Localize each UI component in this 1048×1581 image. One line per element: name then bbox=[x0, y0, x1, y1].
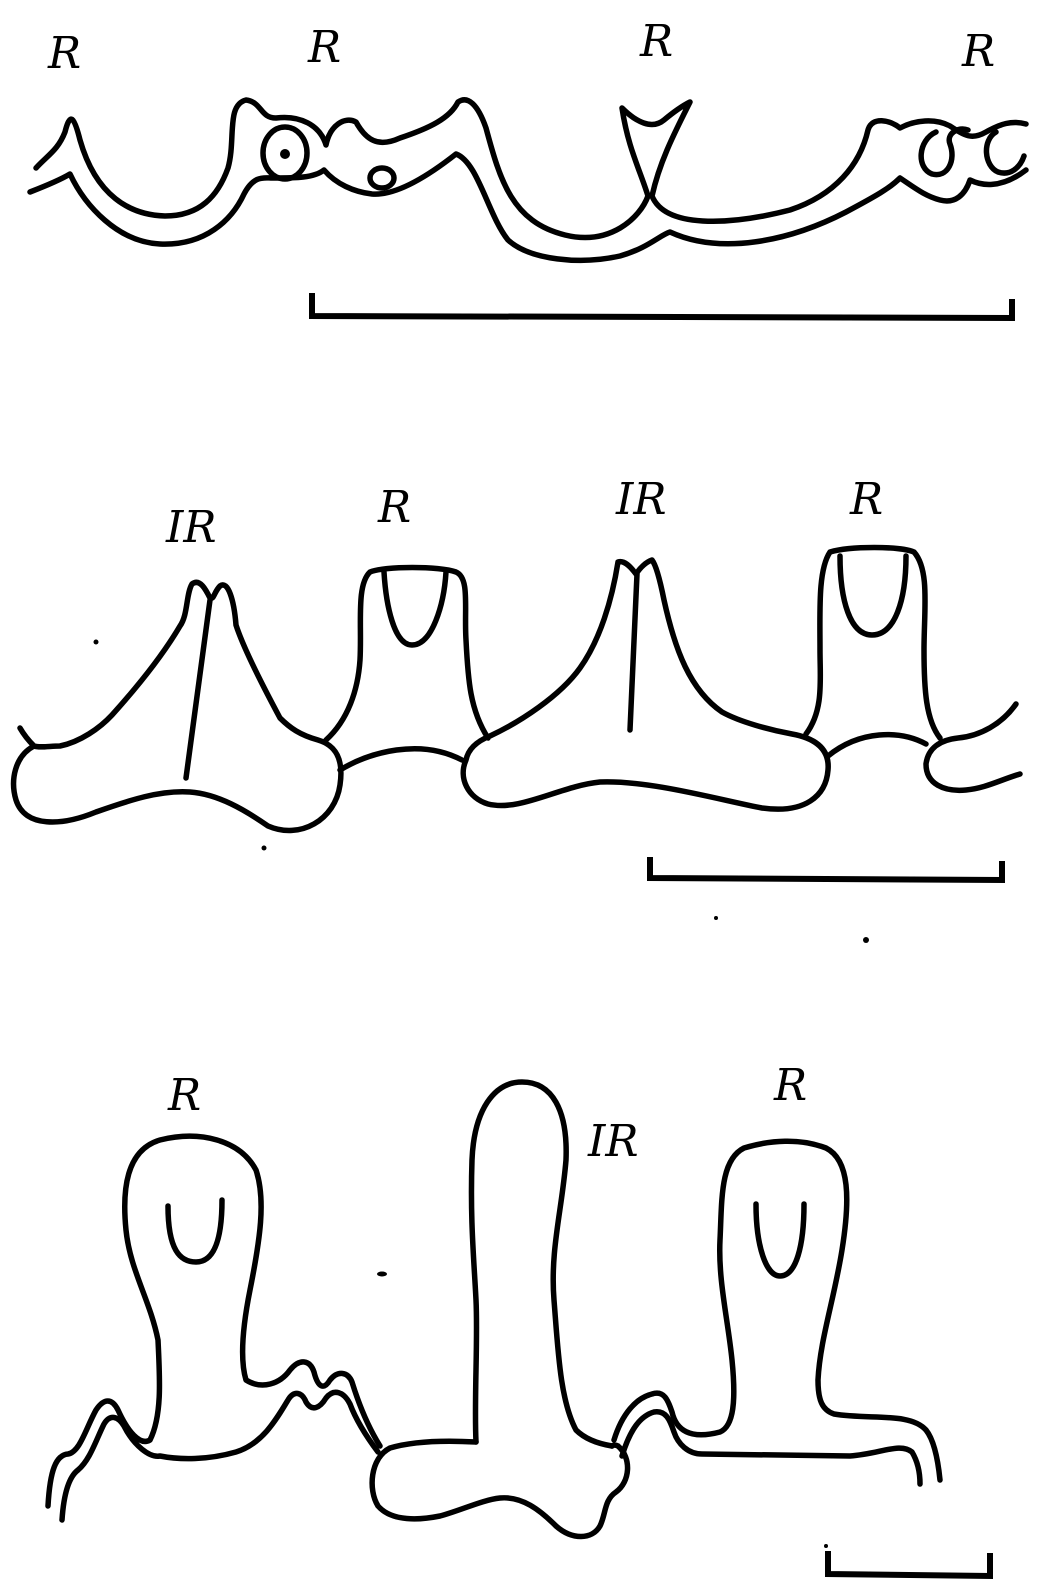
bot-speck-2 bbox=[824, 1544, 828, 1548]
label-mid-ir2: IR bbox=[615, 474, 667, 525]
bot-scale-bar bbox=[828, 1554, 990, 1576]
mid-rib-right bbox=[806, 548, 940, 739]
bot-rib-right-lower bbox=[622, 1412, 920, 1484]
top-wall-inner bbox=[30, 154, 1026, 260]
top-curl-loop-2 bbox=[986, 132, 1024, 173]
mid-speck-3 bbox=[714, 916, 718, 920]
top-curl-loop-1 bbox=[921, 129, 968, 175]
mid-speck-1 bbox=[94, 640, 99, 645]
top-wall-outer bbox=[36, 100, 1026, 238]
top-chamber-dot bbox=[280, 149, 290, 159]
label-mid-r1: R bbox=[377, 482, 411, 533]
label-top-r4: R bbox=[961, 26, 995, 77]
mid-rib-right-u bbox=[840, 556, 906, 635]
label-top-r1: R bbox=[47, 28, 81, 79]
mid-ir-left bbox=[14, 582, 341, 830]
panel-middle: IR R IR R bbox=[14, 474, 1020, 943]
label-mid-r2: R bbox=[849, 474, 883, 525]
bot-rib-right-u bbox=[756, 1204, 804, 1276]
mid-ir-right bbox=[463, 560, 828, 809]
mid-connector-2 bbox=[828, 735, 926, 756]
label-bot-r1: R bbox=[167, 1070, 201, 1121]
mid-ir-left-midline bbox=[186, 600, 210, 778]
top-scale-bar bbox=[312, 296, 1012, 318]
bot-ir-base bbox=[372, 1441, 627, 1536]
bot-rib-left bbox=[48, 1136, 380, 1506]
mid-rib-left bbox=[326, 568, 488, 741]
bot-speck-1 bbox=[377, 1272, 387, 1277]
mid-ir-right-midline bbox=[630, 574, 637, 730]
bot-rib-left-u bbox=[168, 1200, 222, 1262]
mid-rib-left-u bbox=[384, 572, 446, 645]
mid-right-edge-blob bbox=[926, 704, 1020, 790]
bot-rib-left-lower bbox=[62, 1392, 378, 1520]
label-bot-ir: IR bbox=[587, 1116, 639, 1167]
label-top-r3: R bbox=[639, 16, 673, 67]
label-bot-r2: R bbox=[773, 1060, 807, 1111]
panel-bottom: R IR R bbox=[48, 1060, 990, 1576]
panel-top: R R R R bbox=[30, 16, 1026, 318]
bot-rib-right bbox=[614, 1141, 940, 1480]
top-small-oval bbox=[370, 168, 394, 188]
label-mid-ir1: IR bbox=[165, 502, 217, 553]
label-top-r2: R bbox=[307, 22, 341, 73]
mid-speck-4 bbox=[863, 937, 869, 943]
mid-speck-2 bbox=[262, 846, 267, 851]
mid-connector-1 bbox=[340, 749, 462, 770]
mid-scale-bar bbox=[650, 860, 1002, 880]
